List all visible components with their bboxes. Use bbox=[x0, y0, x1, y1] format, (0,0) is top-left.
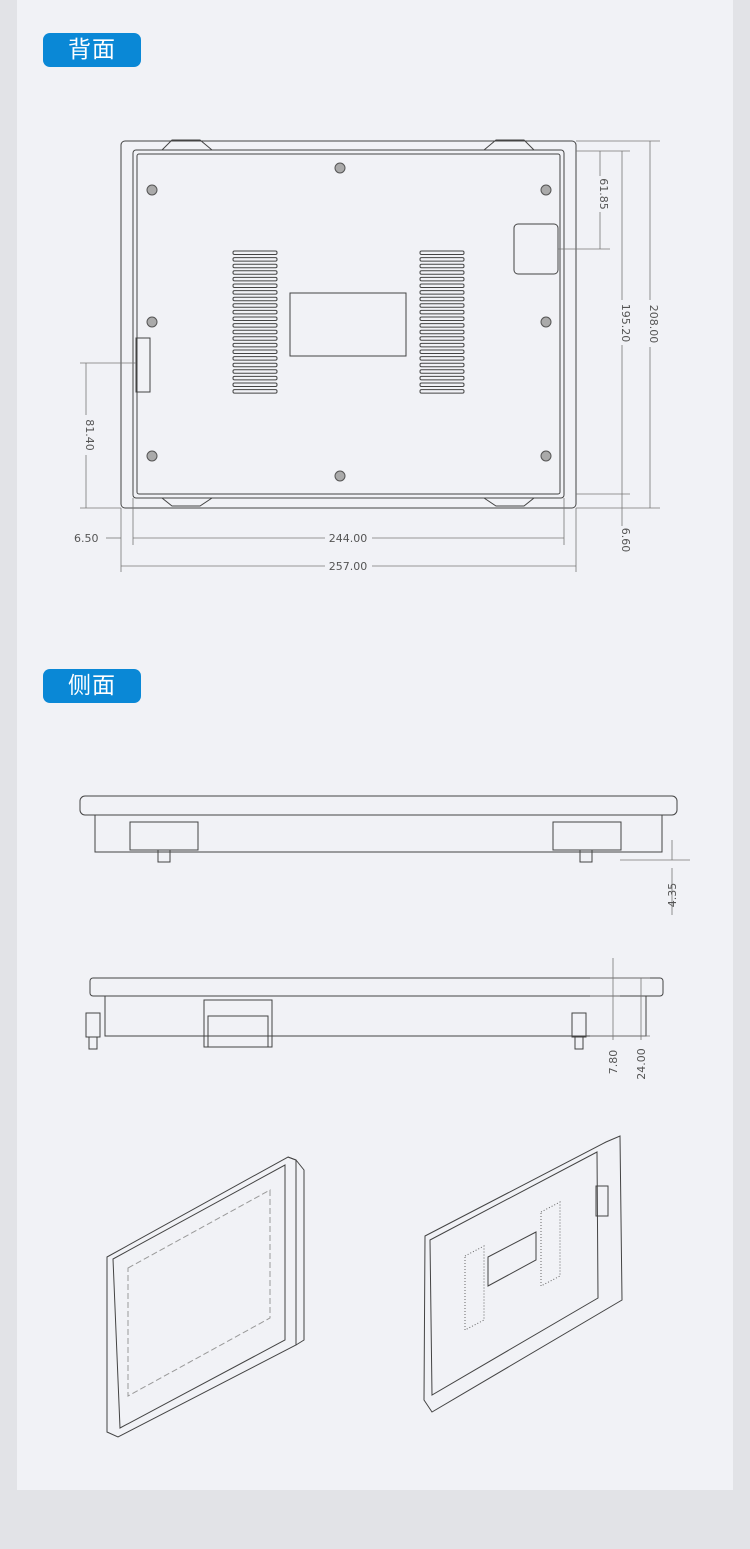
back-view-badge: 背面 bbox=[43, 33, 141, 67]
dim-257-00: 257.00 bbox=[329, 560, 368, 573]
side-view-bottom bbox=[85, 958, 664, 1050]
vent-slot bbox=[419, 263, 465, 269]
vent-slot bbox=[419, 356, 465, 361]
vent-slot bbox=[232, 316, 278, 321]
vent-slot bbox=[232, 336, 278, 341]
side-view-top bbox=[79, 795, 690, 915]
vent-slot bbox=[419, 329, 465, 335]
vent-slot bbox=[419, 336, 465, 341]
vent-slot bbox=[419, 250, 465, 255]
vent-slot bbox=[232, 349, 278, 354]
vent-slot bbox=[232, 250, 278, 255]
vent-slot bbox=[419, 276, 465, 282]
dim-244-00: 244.00 bbox=[329, 532, 368, 545]
vent-slot bbox=[419, 270, 465, 275]
vent-slot bbox=[232, 382, 278, 387]
vent-slot bbox=[232, 309, 278, 315]
vent-slot bbox=[232, 323, 278, 328]
vent-slot bbox=[232, 389, 278, 394]
vent-slot bbox=[419, 342, 465, 348]
vent-slot bbox=[232, 329, 278, 335]
isometric-back-view bbox=[423, 1135, 623, 1413]
vent-slot bbox=[419, 362, 465, 368]
vent-slot bbox=[419, 309, 465, 315]
dim-195-20: 195.20 bbox=[619, 304, 632, 343]
vent-slot bbox=[419, 257, 465, 262]
vent-slot bbox=[232, 296, 278, 302]
dim-61-85: 61.85 bbox=[597, 178, 610, 210]
vent-slot bbox=[232, 270, 278, 275]
vent-slot bbox=[232, 276, 278, 282]
vent-slot bbox=[232, 303, 278, 308]
dim-24-00: 24.00 bbox=[635, 1048, 648, 1080]
dim-6-50: 6.50 bbox=[74, 532, 99, 545]
vent-slot bbox=[419, 296, 465, 302]
vent-slot bbox=[232, 356, 278, 361]
vent-slot bbox=[419, 382, 465, 387]
vent-slot bbox=[232, 257, 278, 262]
vent-slot bbox=[419, 349, 465, 354]
vent-slot bbox=[232, 362, 278, 368]
vent-slot bbox=[232, 290, 278, 295]
side-view-badge: 侧面 bbox=[43, 669, 141, 703]
vent-slot bbox=[419, 375, 465, 381]
back-view-drawing bbox=[80, 139, 660, 572]
vent-slot bbox=[419, 323, 465, 328]
isometric-front-view bbox=[106, 1156, 305, 1438]
dim-6-60: 6.60 bbox=[619, 528, 632, 553]
vent-slot bbox=[419, 303, 465, 308]
vent-slot bbox=[232, 375, 278, 381]
vent-slot bbox=[232, 342, 278, 348]
dim-4-35: 4.35 bbox=[666, 883, 679, 908]
vent-slot bbox=[232, 283, 278, 288]
dim-81-40: 81.40 bbox=[83, 419, 96, 451]
vent-slot bbox=[419, 316, 465, 321]
vent-slot bbox=[232, 369, 278, 374]
vent-slot bbox=[232, 263, 278, 269]
dim-7-80: 7.80 bbox=[607, 1050, 620, 1075]
vent-slot bbox=[419, 389, 465, 394]
vent-slot bbox=[419, 290, 465, 295]
vent-slot bbox=[419, 369, 465, 374]
content-panel bbox=[17, 0, 733, 1490]
dim-208-00: 208.00 bbox=[647, 305, 660, 344]
vent-slot bbox=[419, 283, 465, 288]
